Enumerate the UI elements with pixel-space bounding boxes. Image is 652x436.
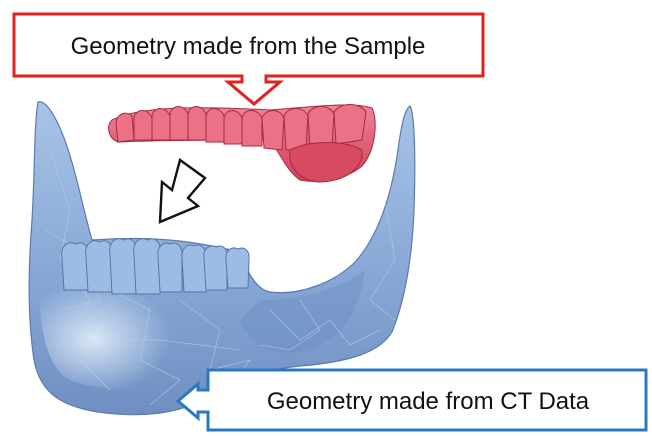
- arrow-down-left-icon: [160, 160, 205, 222]
- callout-ct: Geometry made from CT Data: [178, 370, 646, 430]
- upper-teeth-palate: [290, 143, 362, 183]
- upper-teeth-model: [109, 105, 376, 183]
- lower-teeth: [62, 239, 249, 294]
- callout-ct-text: Geometry made from CT Data: [267, 388, 590, 415]
- callout-sample-text: Geometry made from the Sample: [71, 33, 426, 60]
- callout-sample: Geometry made from the Sample: [14, 14, 483, 104]
